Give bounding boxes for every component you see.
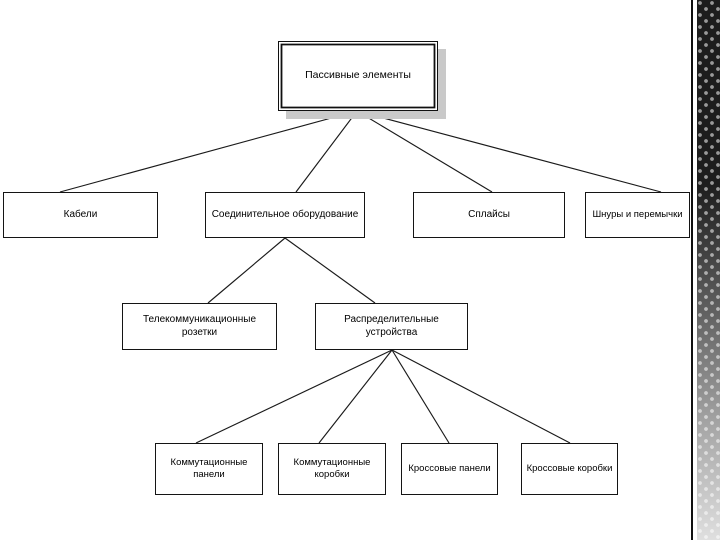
node-cables[interactable]: Кабели — [3, 192, 158, 238]
node-label-root: Пассивные элементы — [305, 69, 411, 82]
edge-root-to-splice — [356, 110, 493, 193]
edge-conn-to-distrib — [284, 237, 376, 304]
edge-distrib-to-swbox — [318, 349, 393, 444]
edge-distrib-to-crpanel — [391, 349, 450, 444]
node-crbox[interactable]: Кроссовые коробки — [521, 443, 618, 495]
node-label-outlets: Телекоммуникационные розетки — [142, 314, 257, 338]
node-root[interactable]: Пассивные элементы — [278, 41, 438, 111]
node-label-cords: Шнуры и перемычки — [592, 209, 683, 221]
node-label-conn: Соединительное оборудование — [211, 208, 359, 220]
node-label-crpanel: Кроссовые панели — [408, 463, 491, 475]
edge-root-to-conn — [295, 110, 358, 193]
node-crpanel[interactable]: Кроссовые панели — [401, 443, 498, 495]
edge-distrib-to-swpanel — [195, 349, 393, 444]
node-splice[interactable]: Сплайсы — [413, 192, 565, 238]
edge-root-to-cords — [356, 110, 662, 193]
node-distrib[interactable]: Распределительные устройства — [315, 303, 468, 350]
node-swpanel[interactable]: Коммутационные панели — [155, 443, 263, 495]
node-label-distrib: Распределительные устройства — [344, 314, 439, 338]
node-label-cables: Кабели — [63, 208, 98, 220]
edge-distrib-to-crbox — [391, 349, 571, 444]
node-label-swpanel: Коммутационные панели — [170, 457, 248, 480]
edge-root-to-cables — [59, 110, 358, 193]
edge-conn-to-outlets — [207, 237, 286, 304]
node-label-splice: Сплайсы — [468, 208, 510, 220]
node-conn[interactable]: Соединительное оборудование — [205, 192, 365, 238]
node-label-swbox: Коммутационные коробки — [293, 457, 371, 480]
node-outlets[interactable]: Телекоммуникационные розетки — [122, 303, 277, 350]
node-cords[interactable]: Шнуры и перемычки — [585, 192, 690, 238]
node-swbox[interactable]: Коммутационные коробки — [278, 443, 386, 495]
node-label-crbox: Кроссовые коробки — [526, 463, 613, 475]
